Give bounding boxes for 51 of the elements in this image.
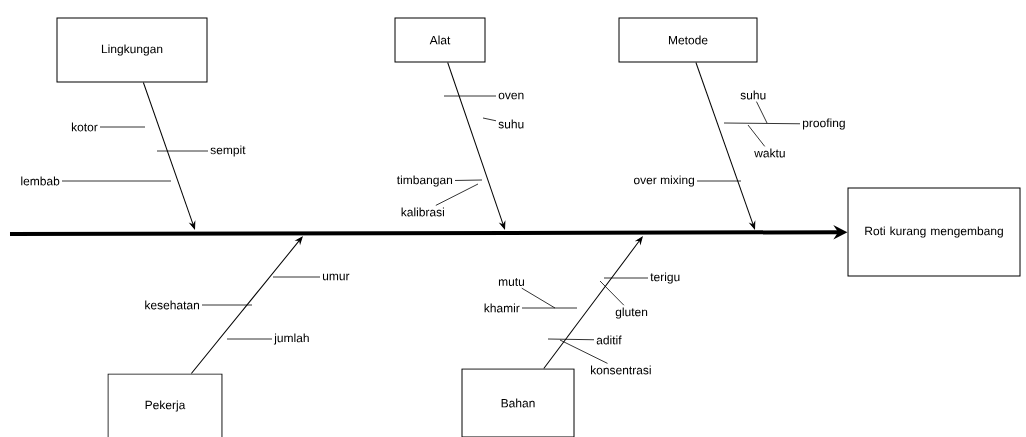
bone-line [599,280,625,306]
bone-line [201,304,253,306]
cause-label: aditif [596,335,622,345]
bone-line [482,117,497,122]
cause-label: terigu [650,272,680,284]
cause-label: oven [498,92,524,100]
cause-label: gluten [615,307,648,319]
bone-line [547,338,595,341]
bone-line [756,101,768,124]
cause-label: suhu [498,119,524,129]
bone-line [435,183,479,206]
bone-arrow [543,236,643,369]
category-box: Lingkungan [56,17,208,83]
cause-label: timbangan [396,175,452,187]
bone-line [747,124,766,147]
bone-line [521,307,578,309]
bone-line [521,287,556,309]
cause-label: proofing [803,118,845,130]
cause-label: umur [323,273,350,281]
cause-label: kotor [71,122,98,132]
bone-line [61,180,172,182]
cause-label: mutu [498,278,524,286]
cause-label: over mixing [633,175,694,187]
bone-arrow [695,62,756,230]
bone-line [272,276,321,278]
cause-label: konsentrasi [591,365,651,375]
cause-label: kesehatan [145,300,199,310]
bone-arrow [142,82,196,230]
cause-label: lembab [21,176,60,186]
cause-label: khamir [484,303,520,313]
bone-line [454,179,483,181]
category-box: Alat [394,17,486,63]
cause-label: kalibrasi [401,207,444,217]
cause-label: sempit [210,145,246,157]
bone-line [156,150,209,152]
bone-arrow [190,236,303,374]
category-box: Pekerja [107,373,223,437]
category-box: Bahan [461,368,575,437]
bone-line [696,180,742,182]
bone-line [603,277,649,279]
bone-line [99,126,146,128]
cause-label: jumlah [273,333,309,345]
cause-label: waktu [754,148,785,158]
effect-box: Roti kurang mengembang [847,187,1021,277]
cause-label: suhu [740,90,766,100]
bone-arrow [447,62,506,230]
bone-line [723,122,801,125]
category-box: Metode [618,17,758,63]
bone-line [559,339,608,364]
bone-line [226,338,273,340]
bone-line [443,95,497,97]
